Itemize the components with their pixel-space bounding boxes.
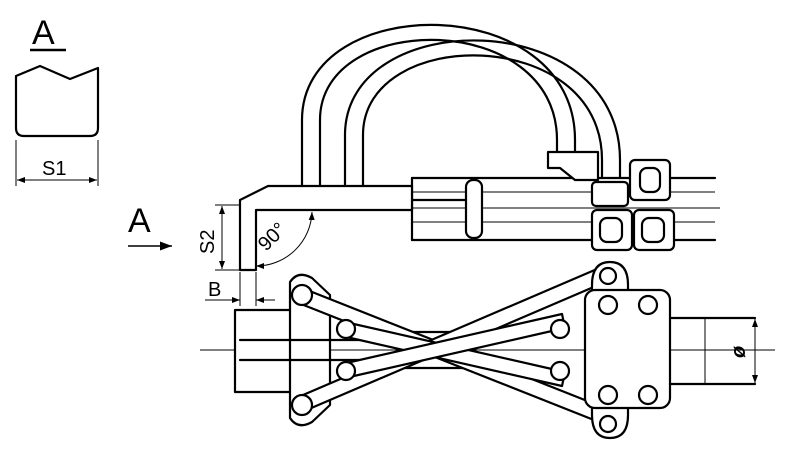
svg-text:A: A <box>128 202 151 240</box>
profile-section <box>14 64 100 138</box>
arch-tubes <box>300 23 622 188</box>
angle-90: 90° <box>254 211 315 269</box>
bottom-view <box>200 260 775 440</box>
svg-text:S2: S2 <box>197 230 219 254</box>
s2-dimension: S2 <box>197 204 240 271</box>
diameter-dimension: ø <box>728 319 758 383</box>
s1-dimension: S1 <box>15 140 99 186</box>
b-dimension: B <box>205 272 275 306</box>
svg-text:90°: 90° <box>254 219 291 256</box>
svg-text:ø: ø <box>728 346 750 358</box>
svg-text:B: B <box>208 279 221 301</box>
svg-text:S1: S1 <box>42 158 66 180</box>
svg-text:A: A <box>32 14 55 52</box>
view-arrow-a: A <box>128 202 172 251</box>
clamp-blocks-top <box>546 150 676 252</box>
handle <box>464 178 484 240</box>
view-a-label: A <box>30 14 66 52</box>
